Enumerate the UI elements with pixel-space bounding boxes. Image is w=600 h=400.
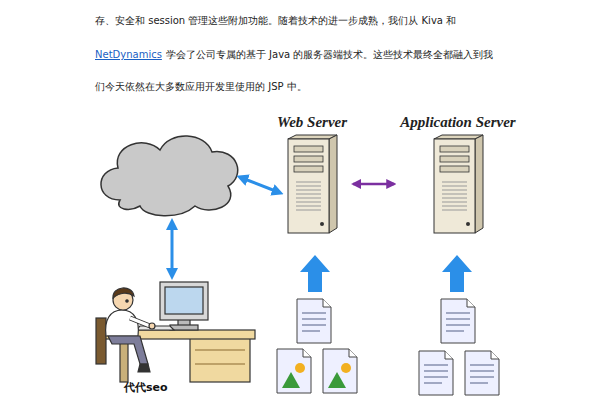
network-arrow	[242, 178, 278, 192]
watermark: 代代seo	[124, 381, 168, 395]
server-tower	[430, 134, 486, 234]
link-text: NetDynamics	[95, 48, 162, 62]
body-text: 学会了公司专属的基于 Java 的服务器端技术。这些技术最终全都融入到我	[166, 48, 493, 62]
server-node: Web Server	[273, 112, 351, 234]
cloud	[101, 136, 238, 216]
image-document-icon	[323, 349, 357, 393]
document-icon	[297, 299, 331, 343]
document-icon	[465, 351, 499, 395]
server-label: Web Server	[277, 112, 347, 132]
document-icon	[441, 299, 475, 343]
server-label: Application Server	[400, 112, 515, 132]
deploy-arrow	[442, 255, 472, 292]
body-text: 们今天依然在大多数应用开发里使用的 JSP 中。	[95, 80, 307, 94]
server-tower	[284, 134, 340, 234]
server-node: Application Server	[396, 112, 519, 234]
network-arrow	[171, 224, 174, 274]
body-text: 存、安全和 session 管理这些附加功能。随着技术的进一步成熟，我们从 Ki…	[95, 14, 456, 28]
user-at-desk	[96, 282, 255, 382]
connector-arrow	[353, 183, 394, 186]
deploy-arrow	[300, 255, 330, 292]
document-icon	[419, 351, 453, 395]
image-document-icon	[277, 349, 311, 393]
